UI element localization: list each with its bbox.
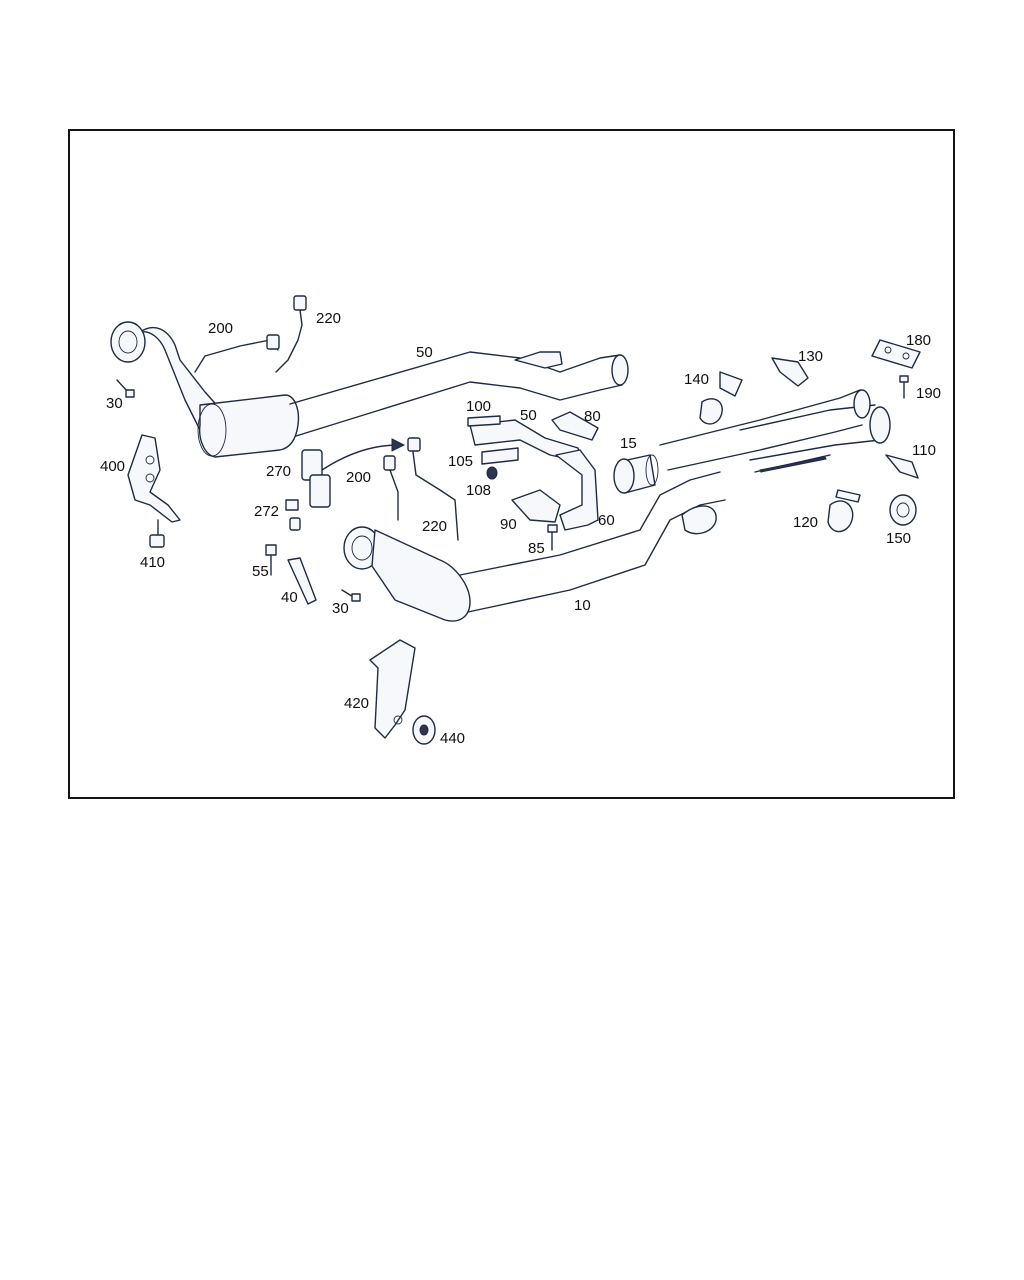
callout-220-lower: 220 — [422, 518, 447, 535]
nut-108 — [486, 466, 498, 480]
oxygen-sensor-200-lower — [383, 455, 399, 521]
callout-140: 140 — [684, 371, 709, 388]
oxygen-sensor-200-upper — [194, 334, 280, 373]
callout-100: 100 — [466, 398, 491, 415]
exhaust-pipe-10 — [343, 389, 891, 622]
hanger-140 — [699, 371, 743, 425]
bolt-30-upper — [116, 379, 135, 398]
bracket-420 — [369, 639, 416, 739]
callout-120: 120 — [793, 514, 818, 531]
callout-272: 272 — [254, 503, 279, 520]
exhaust-pipe-20 — [110, 321, 629, 458]
callout-105: 105 — [448, 453, 473, 470]
bracket-100 — [467, 415, 501, 427]
callout-190: 190 — [916, 385, 941, 402]
callout-30-lower: 30 — [332, 600, 349, 617]
pipe-connector-15 — [613, 454, 659, 494]
callout-270: 270 — [266, 463, 291, 480]
callout-40: 40 — [281, 589, 298, 606]
bracket-400 — [127, 434, 181, 523]
callout-400: 400 — [100, 458, 125, 475]
bolt-55 — [265, 544, 277, 576]
callout-50: 50 — [520, 407, 537, 424]
bracket-60 — [555, 449, 599, 531]
bolt-190 — [899, 375, 909, 399]
callout-110: 110 — [912, 442, 936, 459]
arrow-line — [321, 444, 399, 471]
bracket-105 — [481, 447, 519, 465]
bolt-410 — [149, 519, 165, 548]
callout-420: 420 — [344, 695, 369, 712]
diagram-frame — [68, 129, 955, 799]
callout-10: 10 — [574, 597, 591, 614]
bracket-80 — [551, 411, 599, 441]
callout-180: 180 — [906, 332, 931, 349]
callout-440: 440 — [440, 730, 465, 747]
bolt-272 — [285, 499, 301, 531]
arrow-head — [391, 438, 406, 452]
callout-90: 90 — [500, 516, 517, 533]
callout-200-upper: 200 — [208, 320, 233, 337]
callout-130: 130 — [798, 348, 823, 365]
sensor-270 — [301, 449, 331, 508]
plate-180 — [871, 339, 921, 369]
callout-80: 80 — [584, 408, 601, 425]
oxygen-sensor-220-upper — [275, 295, 307, 373]
callout-85: 85 — [528, 540, 545, 557]
callout-200-lower: 200 — [346, 469, 371, 486]
callout-15: 15 — [620, 435, 637, 452]
bracket-90 — [511, 489, 561, 523]
clip-150 — [889, 494, 917, 526]
hanger-120 — [827, 489, 861, 533]
oxygen-sensor-220-lower — [407, 437, 459, 541]
bracket-40 — [287, 557, 317, 605]
callout-30-upper: 30 — [106, 395, 123, 412]
callout-410: 410 — [140, 554, 165, 571]
callout-220-upper: 220 — [316, 310, 341, 327]
callout-108: 108 — [466, 482, 491, 499]
bolt-85 — [547, 524, 558, 551]
bracket-110 — [885, 454, 919, 479]
callout-labels: 50 200 220 30 400 410 270 272 200 220 55… — [100, 310, 941, 747]
callout-20: 50 — [416, 344, 433, 361]
callout-60: 60 — [598, 512, 615, 529]
callout-55: 55 — [252, 563, 269, 580]
washer-440 — [412, 715, 436, 745]
callout-150: 150 — [886, 530, 911, 547]
bracket-130 — [771, 357, 809, 387]
bolt-30-lower — [341, 589, 361, 602]
